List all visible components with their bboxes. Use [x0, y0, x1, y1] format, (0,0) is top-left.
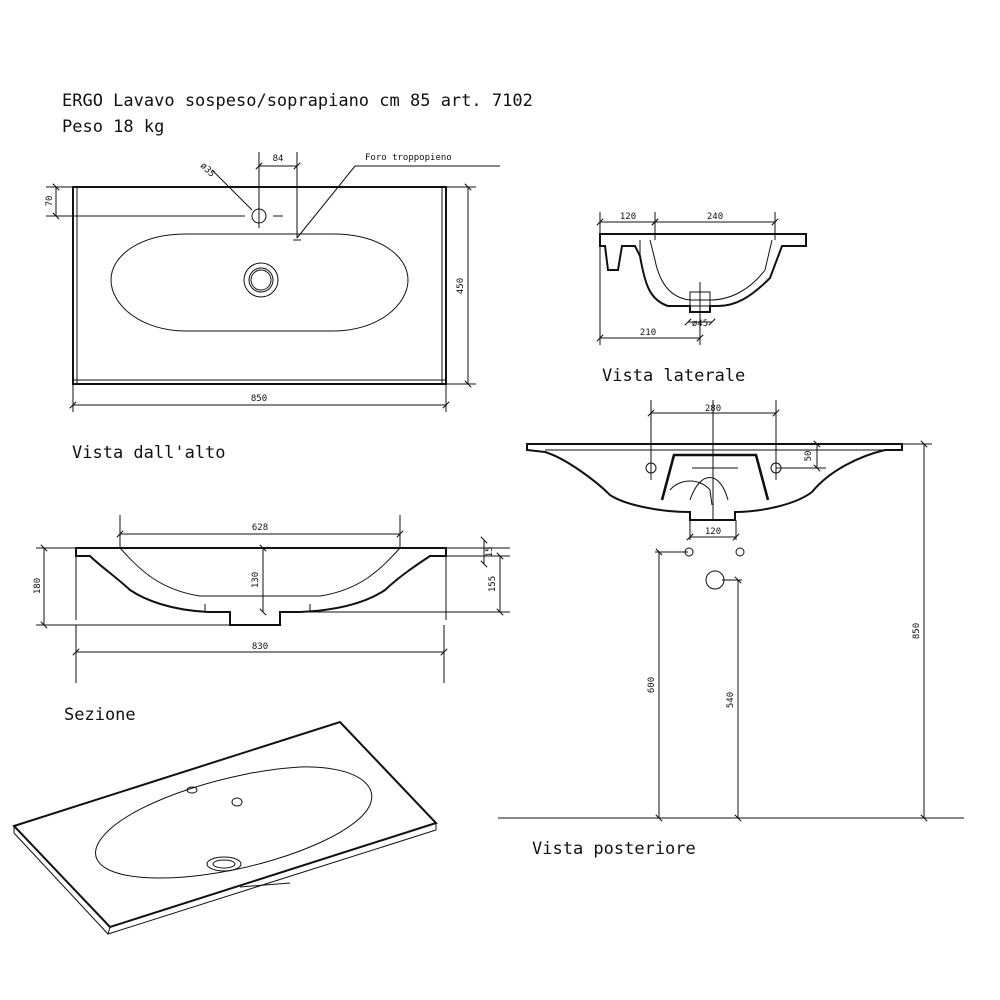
side-dim-c-label: 210 [640, 328, 656, 338]
wall-hole-right [735, 547, 745, 557]
side-drain-label: ø45 [692, 319, 708, 329]
side-dim-b-label: 240 [707, 212, 723, 222]
side-view-outline [599, 233, 807, 313]
top-view-caption: Vista dall'alto [72, 443, 226, 463]
rear-view-caption: Vista posteriore [532, 839, 696, 859]
isometric-tap-hole [186, 786, 198, 794]
isometric-drain [206, 856, 242, 872]
wall-drain-hole [705, 570, 725, 590]
depth-dim-label: 450 [456, 278, 466, 294]
section-outline [75, 547, 447, 626]
isometric-bowl-outline [95, 766, 373, 879]
rear-edge-dim-label: 50 [804, 451, 814, 462]
rear-view: 280 50 120 600 540 850 Vista posteriore [498, 400, 964, 859]
rim-thickness-label: 15 [485, 547, 495, 558]
overflow-label: Foro troppopieno [365, 153, 452, 163]
rear-view-outline [526, 443, 903, 521]
rear-600-label: 600 [647, 677, 657, 693]
rear-fix-dim-label: 280 [705, 404, 721, 414]
width-dim-label: 850 [251, 394, 267, 404]
side-dim-a-label: 120 [620, 212, 636, 222]
rear-540-label: 540 [726, 692, 736, 708]
side-view: 120 240 210 ø45 Vista laterale [596, 212, 807, 386]
hole-offset-label: 84 [273, 154, 284, 164]
bowl-width-label: 628 [252, 523, 268, 533]
drawing-title: ERGO Lavavo sospeso/soprapiano cm 85 art… [62, 91, 533, 111]
drawing-weight: Peso 18 kg [62, 117, 164, 137]
section-caption: Sezione [64, 705, 136, 725]
isometric-overflow [231, 797, 243, 807]
isometric-view [12, 720, 438, 935]
bowl-depth-label: 130 [251, 572, 261, 588]
top-view: ø35 84 Foro troppopieno 70 450 850 Vista… [45, 152, 500, 463]
section-height-label: 180 [33, 578, 43, 594]
section-view: 628 180 130 15 155 830 Sezione [33, 515, 510, 725]
section-overall-label: 830 [252, 642, 268, 652]
side-view-caption: Vista laterale [602, 366, 745, 386]
drain-outline [243, 262, 279, 298]
hole-edge-label: 70 [45, 196, 55, 207]
rear-drain-dim-label: 120 [705, 527, 721, 537]
rear-850-label: 850 [912, 623, 922, 639]
basin-bowl-outline [110, 233, 409, 332]
isometric-top-outline [12, 720, 438, 929]
section-right-label: 155 [488, 576, 498, 592]
hole-diameter-label: ø35 [198, 161, 217, 180]
